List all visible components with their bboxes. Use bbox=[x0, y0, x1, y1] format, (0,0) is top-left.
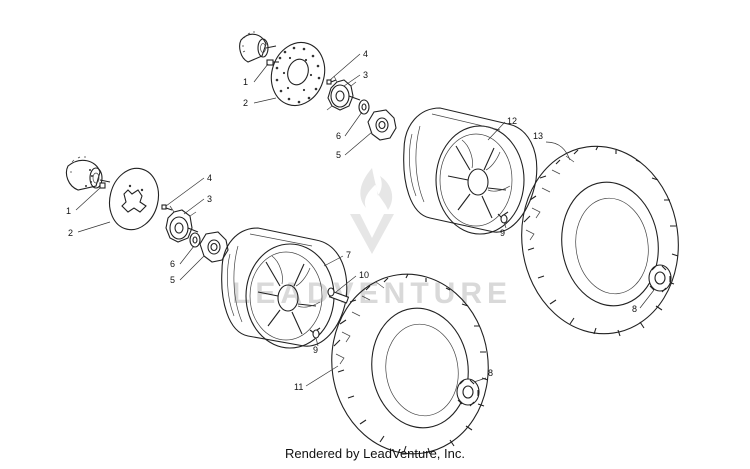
callout-10-lower: 10 bbox=[359, 270, 369, 280]
callout-6-lower: 6 bbox=[170, 259, 175, 269]
watermark-flame-logo bbox=[350, 168, 394, 254]
lower-tire bbox=[331, 273, 489, 455]
callout-3-lower: 3 bbox=[207, 194, 212, 204]
callout-12-upper: 12 bbox=[507, 116, 517, 126]
lower-hub-stud bbox=[161, 204, 173, 211]
upper-hub bbox=[326, 75, 361, 111]
callout-9-lower: 9 bbox=[313, 345, 318, 355]
upper-bearing-washer bbox=[358, 99, 370, 115]
lower-axle-stub bbox=[65, 156, 111, 191]
callout-2-lower: 2 bbox=[68, 228, 73, 238]
callout-5-lower: 5 bbox=[170, 275, 175, 285]
callout-13-upper: 13 bbox=[533, 131, 543, 141]
callouts-upper: 1 2 4 3 6 5 12 13 9 8 bbox=[243, 49, 655, 314]
callout-1-lower: 1 bbox=[66, 206, 71, 216]
footer-credit: Rendered by LeadVenture, Inc. bbox=[285, 446, 465, 461]
callout-7-lower: 7 bbox=[346, 250, 351, 260]
callout-5-upper: 5 bbox=[336, 150, 341, 160]
lower-hub-bolt bbox=[327, 287, 350, 304]
leadventure-watermark: LEADVENTURE bbox=[232, 168, 512, 310]
upper-disc-screw bbox=[266, 59, 279, 66]
callout-4-lower: 4 bbox=[207, 173, 212, 183]
callout-1-upper: 1 bbox=[243, 77, 248, 87]
callout-8-lower: 8 bbox=[488, 368, 493, 378]
upper-wheel-nut bbox=[648, 264, 672, 293]
lower-hub-screw bbox=[99, 182, 106, 189]
upper-wheel-rim bbox=[403, 107, 538, 235]
upper-brake-disc bbox=[270, 41, 326, 107]
lower-brake-disc bbox=[108, 167, 160, 231]
lower-bearing-washer bbox=[189, 232, 201, 248]
upper-valve-stem bbox=[497, 211, 509, 224]
lower-hub bbox=[165, 205, 199, 243]
callout-4-upper: 4 bbox=[363, 49, 368, 59]
callout-8-upper: 8 bbox=[632, 304, 637, 314]
lower-wheel-nut bbox=[456, 378, 480, 407]
callout-11-lower: 11 bbox=[294, 382, 303, 392]
callout-6-upper: 6 bbox=[336, 131, 341, 141]
upper-hub-plate bbox=[367, 109, 397, 141]
callouts-lower: 1 2 4 3 6 5 7 10 9 11 8 bbox=[66, 173, 493, 392]
watermark-text: LEADVENTURE bbox=[232, 277, 512, 310]
callout-9-upper: 9 bbox=[500, 228, 505, 238]
lower-hub-plate bbox=[199, 231, 229, 263]
callout-3-upper: 3 bbox=[363, 70, 368, 80]
upper-hub-stud bbox=[326, 79, 337, 85]
lower-valve-stem bbox=[309, 327, 321, 339]
callout-2-upper: 2 bbox=[243, 98, 248, 108]
upper-axle-stub bbox=[239, 31, 277, 63]
upper-tire bbox=[521, 145, 679, 337]
